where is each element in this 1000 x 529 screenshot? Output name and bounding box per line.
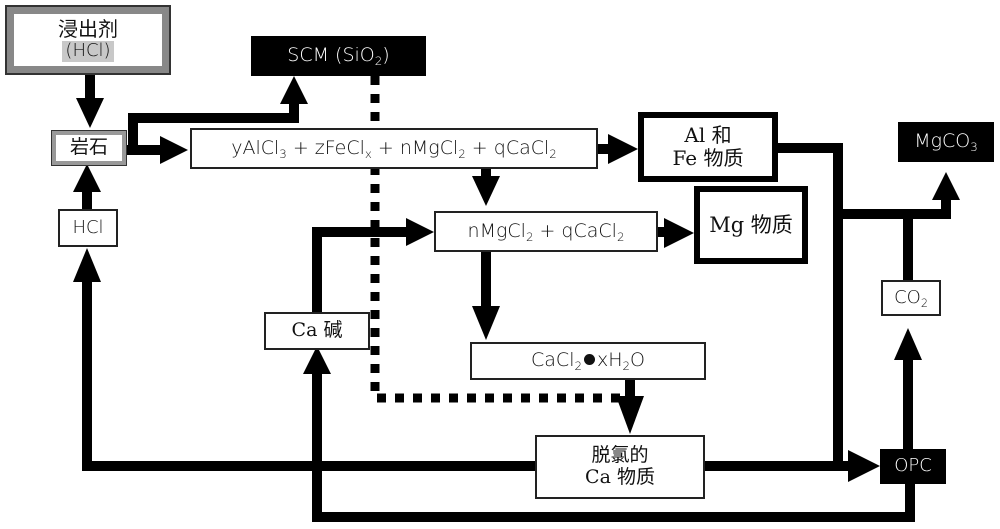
arrowhead-rock [76, 98, 104, 128]
dechlorinated-line2: Ca 物质 [585, 467, 655, 489]
mgco3-formula: MgCO3 [914, 131, 978, 153]
node-mixed-chlorides: yAlCl3 + zFeClx + nMgCl2 + qCaCl2 [190, 128, 598, 169]
edge-alfe-mgco3 [838, 198, 946, 214]
node-rock: 岩石 [51, 130, 127, 166]
arrowhead-hcl-up [73, 248, 101, 282]
arrowhead-rock-up [73, 164, 101, 192]
node-dechlorinated-ca: 脱氯的 Ca 物质 [535, 435, 705, 499]
node-hcl-recycle: HCl [58, 209, 118, 247]
cacl2-hydrate-formula: CaCl2xH2O [531, 350, 645, 372]
node-opc: OPC [880, 449, 946, 484]
arrowhead-co2 [894, 328, 922, 360]
leachant-label-cn: 浸出剂 [58, 18, 118, 41]
node-al-fe: Al 和 Fe 物质 [638, 112, 778, 182]
node-mg-ca-chlorides: nMgCl2 + qCaCl2 [434, 211, 658, 252]
node-ca-base: Ca 碱 [264, 312, 370, 350]
arrowhead-opc [848, 450, 880, 482]
hcl-recycle-label: HCl [72, 218, 103, 239]
arrowhead-scm [280, 76, 308, 104]
node-mg-species: Mg 物质 [694, 186, 808, 264]
edge-cabase-mgca [317, 232, 410, 312]
arrowhead-dechl [616, 396, 644, 434]
arrowhead-cacl2 [472, 306, 500, 340]
mixed-chlorides-formula: yAlCl3 + zFeClx + nMgCl2 + qCaCl2 [231, 138, 557, 160]
ca-base-label: Ca 碱 [292, 320, 343, 342]
dechlorinated-line1: 脱氯的 [591, 445, 648, 467]
arrowhead-mg [664, 218, 694, 248]
al-fe-line2: Fe 物质 [673, 147, 744, 170]
arrowhead-mgco3 [932, 172, 960, 200]
node-cacl2-hydrate: CaCl2xH2O [470, 342, 706, 380]
node-co2: CO2 [881, 280, 941, 316]
co2-formula: CO2 [894, 288, 928, 309]
rock-label: 岩石 [70, 137, 108, 159]
leachant-label-hcl: (HCl) [62, 41, 113, 62]
mg-ca-chlorides-formula: nMgCl2 + qCaCl2 [468, 221, 625, 243]
arrowhead-alfe [608, 134, 638, 164]
node-mgco3: MgCO3 [898, 122, 994, 162]
node-scm: SCM (SiO2) [251, 36, 426, 76]
arrowhead-mixed [160, 136, 188, 164]
arrowhead-mgca-left [406, 218, 434, 246]
scm-label: SCM (SiO2) [287, 45, 389, 67]
node-leachant: 浸出剂 (HCl) [6, 6, 170, 74]
mg-species-label: Mg 物质 [709, 213, 793, 237]
al-fe-line1: Al 和 [684, 124, 731, 147]
bullet-dot [584, 354, 595, 365]
arrowhead-mgca [472, 176, 500, 206]
opc-label: OPC [894, 456, 932, 477]
arrowhead-cabase [303, 346, 331, 374]
